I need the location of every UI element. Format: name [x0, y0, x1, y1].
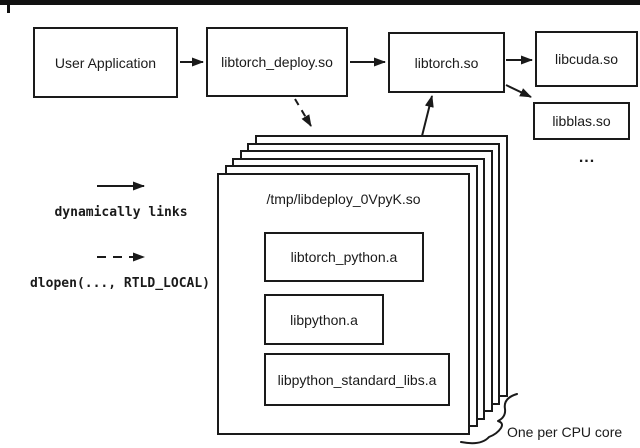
node-libcuda-so-label: libcuda.so: [554, 51, 619, 67]
inner-lib-libtorch-python-a: libtorch_python.a: [264, 232, 424, 282]
node-user-application: User Application: [33, 27, 178, 98]
inner-lib-label: libtorch_python.a: [290, 249, 398, 265]
node-libtorch-deploy-so: libtorch_deploy.so: [206, 27, 348, 97]
arrow-stack-to-libtorch: [421, 95, 434, 137]
legend-dlopen-label: dlopen(..., RTLD_LOCAL): [29, 276, 210, 291]
interpreter-so-title: /tmp/libdeploy_0VpyK.so: [266, 191, 421, 207]
node-libtorch-deploy-so-label: libtorch_deploy.so: [221, 54, 333, 70]
node-libtorch-so: libtorch.so: [388, 32, 505, 93]
node-libtorch-so-label: libtorch.so: [414, 54, 479, 71]
figure-top-border: [0, 0, 640, 5]
node-libblas-so: libblas.so: [533, 102, 630, 140]
interpreter-stack-front: /tmp/libdeploy_0VpyK.so libtorch_python.…: [217, 173, 470, 435]
inner-lib-libpython-a: libpython.a: [264, 294, 384, 345]
more-libraries-ellipsis: ...: [578, 149, 596, 166]
one-per-cpu-core-label: One per CPU core: [507, 424, 623, 440]
inner-lib-label: libpython.a: [290, 311, 358, 328]
inner-lib-libpython-standard-libs-a: libpython_standard_libs.a: [264, 353, 450, 406]
node-libblas-so-label: libblas.so: [552, 113, 611, 129]
figure-border-notch: [7, 4, 10, 13]
arrow-libtorch-to-libblas: [505, 84, 532, 98]
inner-lib-label: libpython_standard_libs.a: [277, 371, 437, 388]
legend-dynamically-links-label: dynamically links: [54, 205, 188, 220]
node-libcuda-so: libcuda.so: [535, 31, 638, 87]
arrow-dlopen-deploy-to-stack: [294, 98, 312, 127]
node-user-application-label: User Application: [54, 54, 157, 71]
